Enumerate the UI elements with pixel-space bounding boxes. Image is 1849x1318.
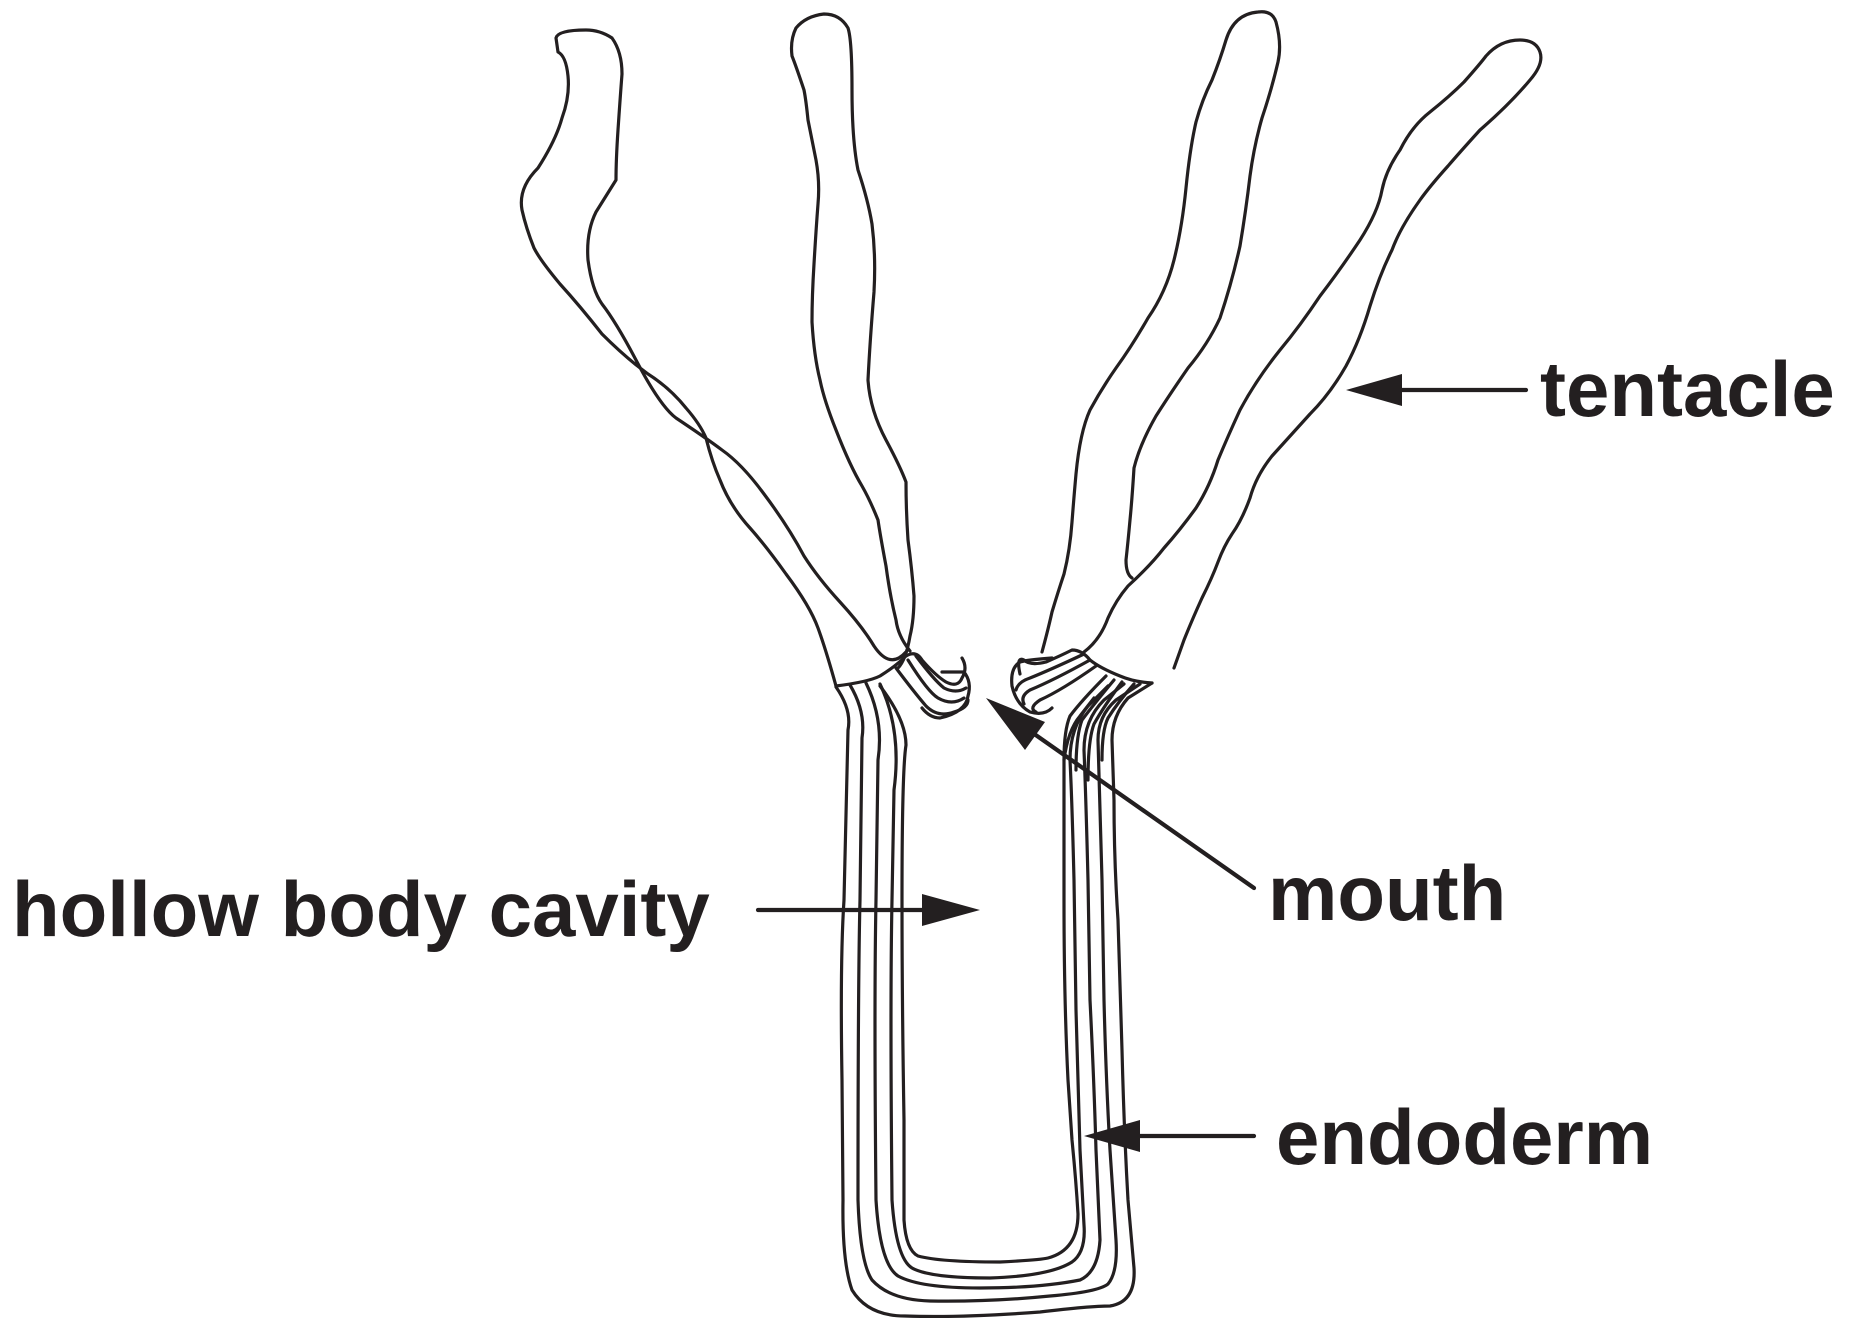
endoderm-arrowhead [1084,1120,1140,1152]
mouth-arrowhead [986,698,1045,750]
tentacle-right-inner [1042,12,1280,652]
tentacle-center [792,14,915,668]
label-group-endoderm: endoderm [1084,1093,1653,1181]
body-cavity-wall [880,686,1094,1262]
tentacles [521,12,1541,686]
label-group-tentacle: tentacle [1346,345,1835,433]
body-endoderm-outer [880,684,1108,1278]
label-group-hollow-body-cavity: hollow body cavity [12,865,980,953]
hydra-body [836,683,1152,1317]
endoderm-label: endoderm [1276,1093,1653,1181]
cavity-arrowhead [922,894,980,926]
hollow-body-cavity-label: hollow body cavity [12,865,710,953]
tentacle-label: tentacle [1540,345,1835,433]
mouth-label: mouth [1268,849,1506,937]
tentacle-left [521,30,906,686]
tentacle-arrowhead [1346,374,1402,406]
tentacle-right-outer [1084,40,1541,668]
mouth-right-lip-1 [1019,650,1152,683]
mouth-leader-line [1020,724,1254,888]
